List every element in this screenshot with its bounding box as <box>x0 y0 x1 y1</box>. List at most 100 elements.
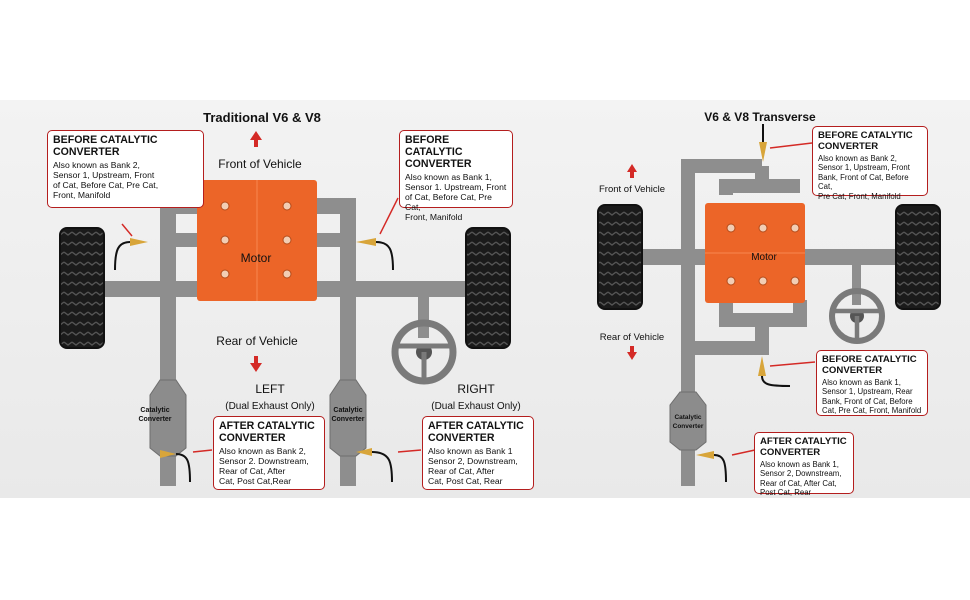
callout-body-line: Rear of Cat, After Cat, <box>760 478 837 488</box>
callout-heading-line1: BEFORE CATALYTIC <box>818 130 913 141</box>
callout-body-line: Rear of Cat, After <box>219 466 286 476</box>
cat-right-line2: Converter <box>331 416 364 423</box>
motor-label-left: Motor <box>241 251 272 265</box>
front-of-vehicle-label-right: Front of Vehicle <box>599 184 665 195</box>
front-axle-right <box>314 281 474 297</box>
callout-body-line: Rear of Cat, After <box>428 466 495 476</box>
o2-sensor-upstream-left <box>114 238 148 271</box>
callout-body-line: Sensor 1, Upstream, Front <box>53 170 155 180</box>
steering-column-transverse <box>852 265 861 305</box>
callout-body-line: Cat, Post Cat,Rear <box>219 476 292 486</box>
callout-body-line: Sensor 2. Downstream, <box>219 456 309 466</box>
left-side-label: LEFT <box>255 382 285 396</box>
catalytic-converter-transverse <box>669 391 707 451</box>
arrow-up-icon <box>250 131 262 147</box>
engine-block-transverse <box>705 203 805 303</box>
callout-line-before-top <box>769 142 813 149</box>
callout-body-line: Sensor 2, Downstream, <box>760 469 842 479</box>
callout-line-before-right <box>379 197 399 235</box>
callout-body-line: Sensor 1, Upstream, Rear <box>822 387 913 397</box>
callout-body-line: Also known as Bank 1, <box>760 460 839 469</box>
cat-transverse-line1: Catalytic <box>674 414 701 421</box>
callout-body-line: Cat, Pre Cat, Front, Manifold <box>822 406 922 416</box>
callout-body-line: Front, Manifold <box>405 212 463 222</box>
callout-body-line: Pre Cat, Front, Manifold <box>818 191 901 201</box>
callout-heading-line1: BEFORE CATALYTIC <box>822 354 917 365</box>
callout-line-after-right <box>397 449 422 453</box>
rear-bank-downpipe <box>688 320 769 355</box>
callout-heading-line1: AFTER CATALYTIC <box>760 436 847 447</box>
engine-block <box>197 180 317 301</box>
callout-body-line: Also known as Bank 1, <box>405 172 492 182</box>
callout-heading-line2: CONVERTER <box>53 146 120 158</box>
cat-left-line1: Catalytic <box>140 407 169 414</box>
front-bank-pipe <box>755 166 800 193</box>
motor-label-right: Motor <box>751 252 777 263</box>
callout-heading-line1: BEFORE CATALYTIC <box>53 134 158 146</box>
right-side-label: RIGHT <box>457 382 495 396</box>
catalytic-converter-right <box>329 379 367 457</box>
o2-sensor-downstream-left <box>160 450 191 483</box>
callout-heading-line1: BEFORE CATALYTIC <box>405 134 463 158</box>
right-diagram: Motor Catalytic Converter V6 & V8 Transv… <box>597 110 941 486</box>
callout-heading-line2: CONVERTER <box>428 432 495 444</box>
callout-body-line: Bank, Front of Cat, Before Cat, <box>818 172 909 192</box>
left-diagram-title: Traditional V6 & V8 <box>203 110 321 125</box>
o2-sensor-upstream-rear-bank <box>758 356 791 387</box>
callout-heading-line2: CONVERTER <box>405 158 472 170</box>
cat-left-line2: Converter <box>138 416 171 423</box>
callout-line-before-left <box>121 223 133 237</box>
rear-of-vehicle-label-right: Rear of Vehicle <box>600 332 664 343</box>
rear-of-vehicle-label-left: Rear of Vehicle <box>216 334 298 348</box>
left-side-sublabel: (Dual Exhaust Only) <box>225 401 314 412</box>
o2-sensor-downstream-right <box>356 448 393 483</box>
callout-heading-line2: CONVERTER <box>219 432 286 444</box>
callout-body-line: of Cat, Before Cat, Pre Cat, <box>53 180 159 190</box>
callout-body-line: Also known as Bank 2, <box>53 160 140 170</box>
callout-heading-line2: CONVERTER <box>818 141 879 152</box>
catalytic-converter-left <box>149 379 187 457</box>
front-bank-pipe-2 <box>719 179 762 195</box>
arrow-down-icon <box>250 356 262 372</box>
callout-line-after-left <box>192 449 213 453</box>
steering-wheel-icon <box>829 288 885 344</box>
callout-body-line: Front, Manifold <box>53 190 111 200</box>
tire-left <box>59 227 105 349</box>
front-axle-left <box>100 281 200 297</box>
steering-column <box>418 288 429 338</box>
arrow-up-icon <box>627 164 637 178</box>
callout-heading-line1: AFTER CATALYTIC <box>219 420 315 432</box>
callout-body-line: of Cat, Before Cat, Pre Cat, <box>405 192 492 212</box>
callout-heading-line2: CONVERTER <box>760 447 821 458</box>
callout-body-line: Cat, Post Cat, Rear <box>428 476 503 486</box>
main-exhaust-pipe <box>681 159 762 486</box>
right-side-sublabel: (Dual Exhaust Only) <box>431 401 520 412</box>
callout-body-line: Sensor 1, Upstream, Front <box>818 163 910 173</box>
right-diagram-title: V6 & V8 Transverse <box>704 110 816 124</box>
callout-body-line: Also known as Bank 2, <box>219 446 306 456</box>
callout-body-line: Bank, Front of Cat, Before <box>822 396 913 406</box>
steering-wheel-icon <box>391 319 457 385</box>
o2-sensor-upstream-right <box>356 238 394 271</box>
tire-transverse-right <box>895 204 941 310</box>
callout-body-line: Post Cat, Rear <box>760 488 812 498</box>
transverse-axle-left <box>640 249 710 265</box>
front-of-vehicle-label-left: Front of Vehicle <box>218 157 302 171</box>
callout-body-line: Sensor 1. Upstream, Front <box>405 182 507 192</box>
callout-line-after-transverse <box>731 449 756 456</box>
callout-body-line: Sensor 2, Downstream, <box>428 456 518 466</box>
tire-right <box>465 227 511 349</box>
arrow-down-icon <box>627 346 637 360</box>
o2-sensor-upstream-front-bank <box>759 124 767 162</box>
callout-heading-line1: AFTER CATALYTIC <box>428 420 524 432</box>
callout-line-before-bottom <box>769 361 816 367</box>
callout-body-line: Also known as Bank 1 <box>428 446 513 456</box>
